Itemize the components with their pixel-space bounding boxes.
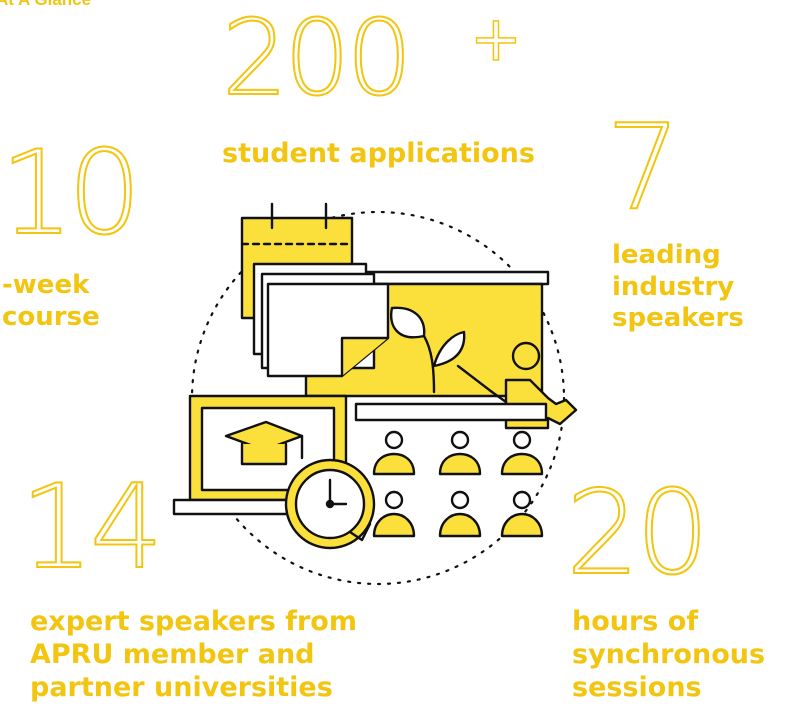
stat-course-label-line: course <box>2 301 100 332</box>
stat-hours-label-line: sessions <box>572 671 702 703</box>
stat-speakers-label-line: leading <box>612 240 721 270</box>
audience-desk <box>354 402 548 422</box>
stat-experts-label-line: APRU member and <box>30 638 315 670</box>
graduation-cap-icon <box>224 420 304 466</box>
stat-applications-label: student applications <box>222 138 535 169</box>
stat-experts-label: expert speakers from APRU member and par… <box>30 606 357 705</box>
stat-applications-suffix: + <box>469 2 522 75</box>
stat-hours-label-line: synchronous <box>572 638 766 670</box>
dotted-circle <box>190 210 566 586</box>
stat-hours-label-line: hours of <box>572 606 699 637</box>
page-title: At A Glance <box>0 0 91 10</box>
audience-icon <box>372 430 544 538</box>
stat-speakers-number: 7 <box>605 98 682 236</box>
stat-experts-label-line: expert speakers from <box>30 606 357 637</box>
stat-speakers-label-line: industry <box>612 271 735 302</box>
stat-applications-number: 200 <box>221 0 414 119</box>
leaf-icon <box>389 306 466 394</box>
stat-course-number: 10 <box>0 126 143 261</box>
documents-icon <box>252 262 390 378</box>
stat-speakers-label: leading industry speakers <box>612 240 744 335</box>
stat-hours-label: hours of synchronous sessions <box>572 606 765 705</box>
stat-speakers-label-line: speakers <box>612 303 744 334</box>
stat-experts-label-line: partner universities <box>30 671 333 703</box>
stat-course-label-line: -week <box>2 270 90 300</box>
stat-experts-number: 14 <box>19 460 165 595</box>
stat-course-label: -week course <box>2 270 100 333</box>
stat-hours-number: 20 <box>565 466 711 601</box>
clock-icon <box>284 458 376 550</box>
